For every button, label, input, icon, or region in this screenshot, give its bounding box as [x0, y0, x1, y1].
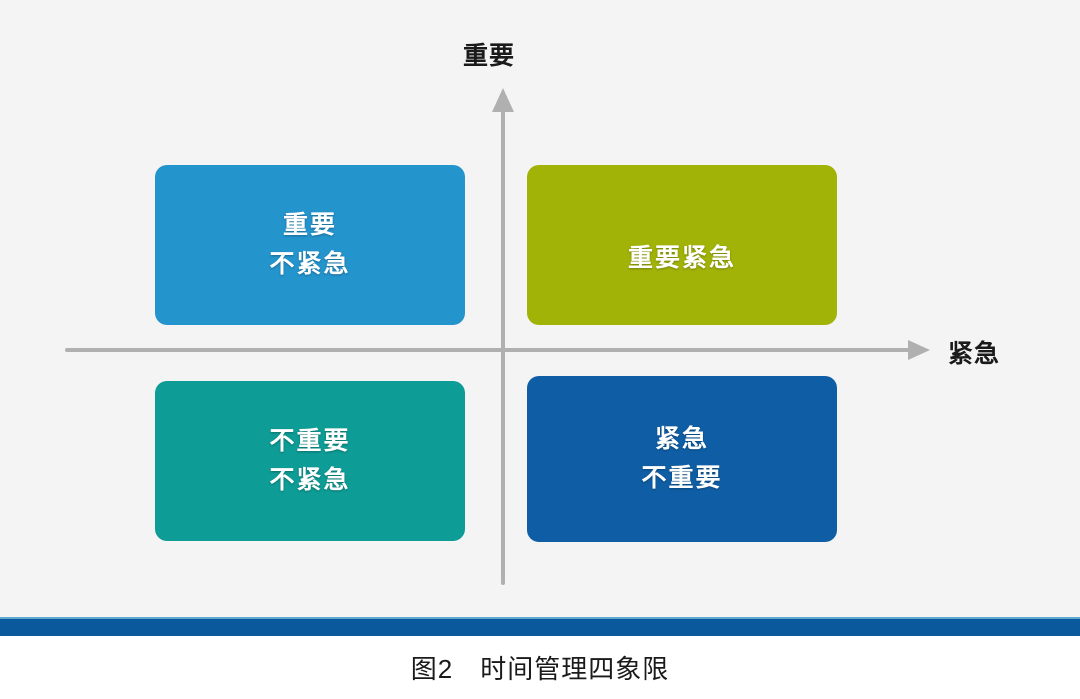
quadrant-not-important-not-urgent[interactable]: 不重要 不紧急 [155, 381, 474, 541]
vertical-axis-line [501, 110, 505, 585]
caption-area: 图2 时间管理四象限 [0, 636, 1080, 699]
quadrant-important-not-urgent[interactable]: 重要 不紧急 [155, 165, 474, 325]
quadrant-label-line: 重要 [282, 211, 337, 240]
quadrant-label-line: 不紧急 [269, 250, 351, 278]
horizontal-axis-line [65, 348, 913, 352]
vertical-axis-label: 重要 [463, 42, 516, 70]
arrow-up-icon [492, 88, 514, 112]
quadrant-label-line: 紧急 [654, 425, 709, 454]
figure-caption: 图2 时间管理四象限 [410, 654, 670, 684]
quadrant-label-line: 不紧急 [269, 466, 351, 494]
quadrant-label-line: 重要紧急 [627, 243, 736, 272]
quadrant-important-urgent[interactable]: 重要紧急 [527, 165, 846, 325]
quadrant-label-line: 不重要 [269, 427, 351, 456]
horizontal-axis-label: 紧急 [948, 340, 1001, 368]
quadrant-label-line: 不重要 [641, 464, 723, 492]
arrow-right-icon [908, 340, 930, 360]
quadrant-urgent-not-important[interactable]: 紧急 不重要 [527, 376, 846, 542]
separator-bar [0, 617, 1080, 638]
diagram-canvas: 重要 紧急 重要 不紧急 重要紧急 不重要 不紧急 紧急 不重要 [0, 0, 1080, 617]
